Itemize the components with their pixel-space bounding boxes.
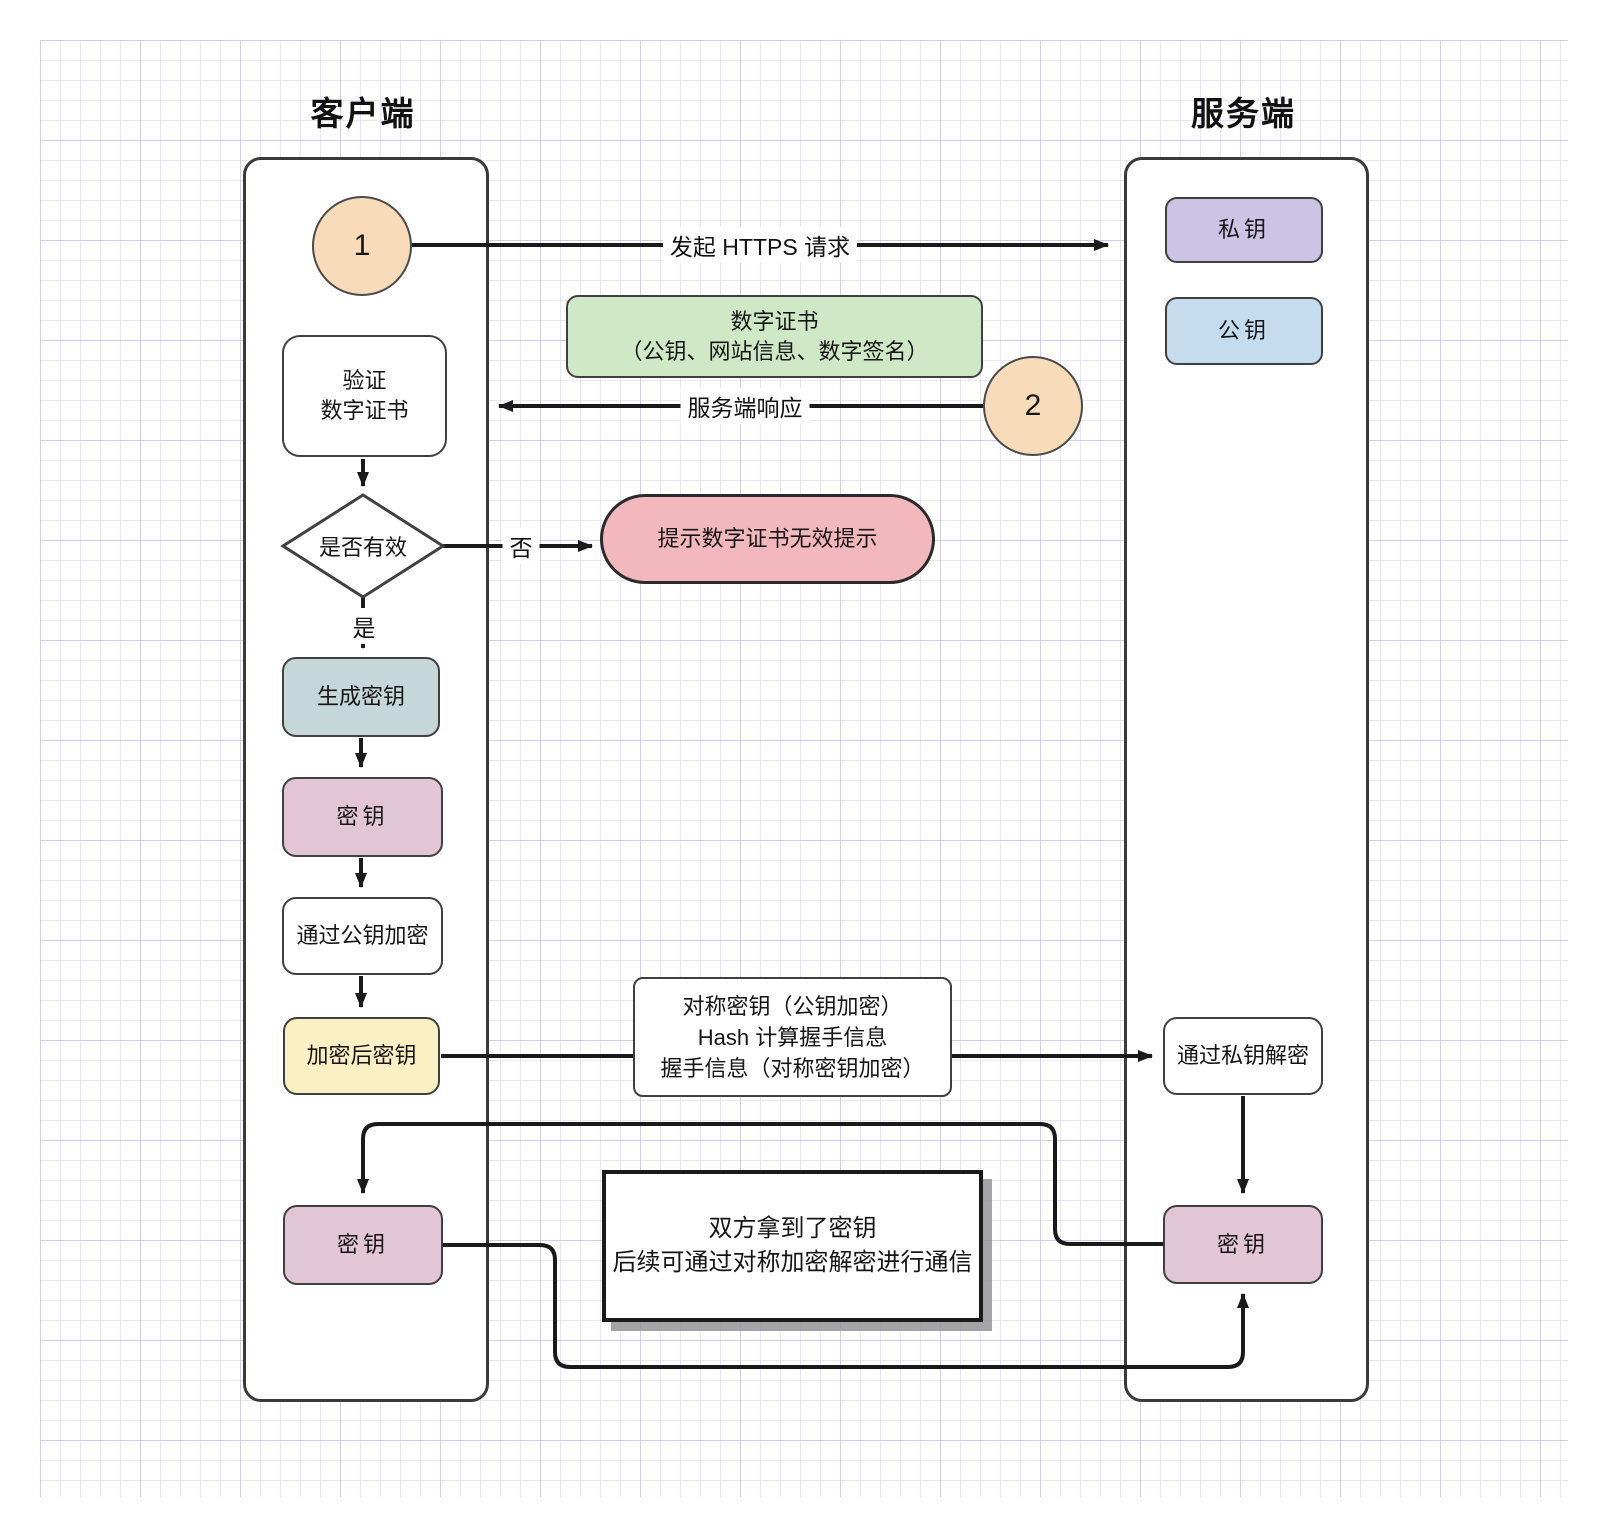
step-2-badge: 2 (983, 356, 1083, 456)
client-final-key-node: 密钥 (283, 1205, 443, 1285)
digital-certificate-line2: （公钥、网站信息、数字签名） (620, 338, 929, 364)
summary-note: 双方拿到了密钥 后续可通过对称加密解密进行通信 (602, 1170, 983, 1322)
client-key-node: 密钥 (282, 777, 443, 857)
payload-line2: Hash 计算握手信息 (697, 1024, 888, 1050)
verify-certificate-node: 验证 数字证书 (282, 335, 447, 457)
decrypt-with-private-key-node: 通过私钥解密 (1163, 1017, 1323, 1095)
step-1-badge: 1 (312, 196, 412, 296)
generate-key-node: 生成密钥 (282, 657, 440, 737)
validity-check-label: 是否有效 (318, 535, 407, 560)
summary-line1: 双方拿到了密钥 (708, 1215, 877, 1242)
encrypted-key-node: 加密后密钥 (283, 1017, 440, 1095)
https-request-label: 发起 HTTPS 请求 (662, 227, 858, 263)
server-lane-title: 服务端 (1191, 95, 1296, 132)
yes-branch-label: 是 (345, 608, 383, 644)
client-lane-title: 客户端 (310, 95, 416, 132)
verify-certificate-line1: 验证 (342, 368, 387, 393)
payload-line1: 对称密钥（公钥加密） (682, 993, 903, 1019)
encrypt-with-public-key-node: 通过公钥加密 (282, 897, 443, 975)
private-key-node: 私钥 (1165, 197, 1323, 263)
digital-certificate-line1: 数字证书 (730, 308, 819, 334)
invalid-certificate-prompt-node: 提示数字证书无效提示 (600, 494, 935, 584)
no-branch-label: 否 (502, 528, 540, 564)
digital-certificate-node: 数字证书 （公钥、网站信息、数字签名） (566, 295, 983, 378)
server-response-label: 服务端响应 (680, 388, 810, 424)
payload-line3: 握手信息（对称密钥加密） (660, 1055, 925, 1081)
handshake-payload-note: 对称密钥（公钥加密） Hash 计算握手信息 握手信息（对称密钥加密） (633, 977, 952, 1097)
public-key-node: 公钥 (1165, 297, 1323, 365)
summary-line2: 后续可通过对称加密解密进行通信 (612, 1249, 973, 1276)
verify-certificate-line2: 数字证书 (320, 398, 409, 423)
server-final-key-node: 密钥 (1163, 1205, 1323, 1284)
